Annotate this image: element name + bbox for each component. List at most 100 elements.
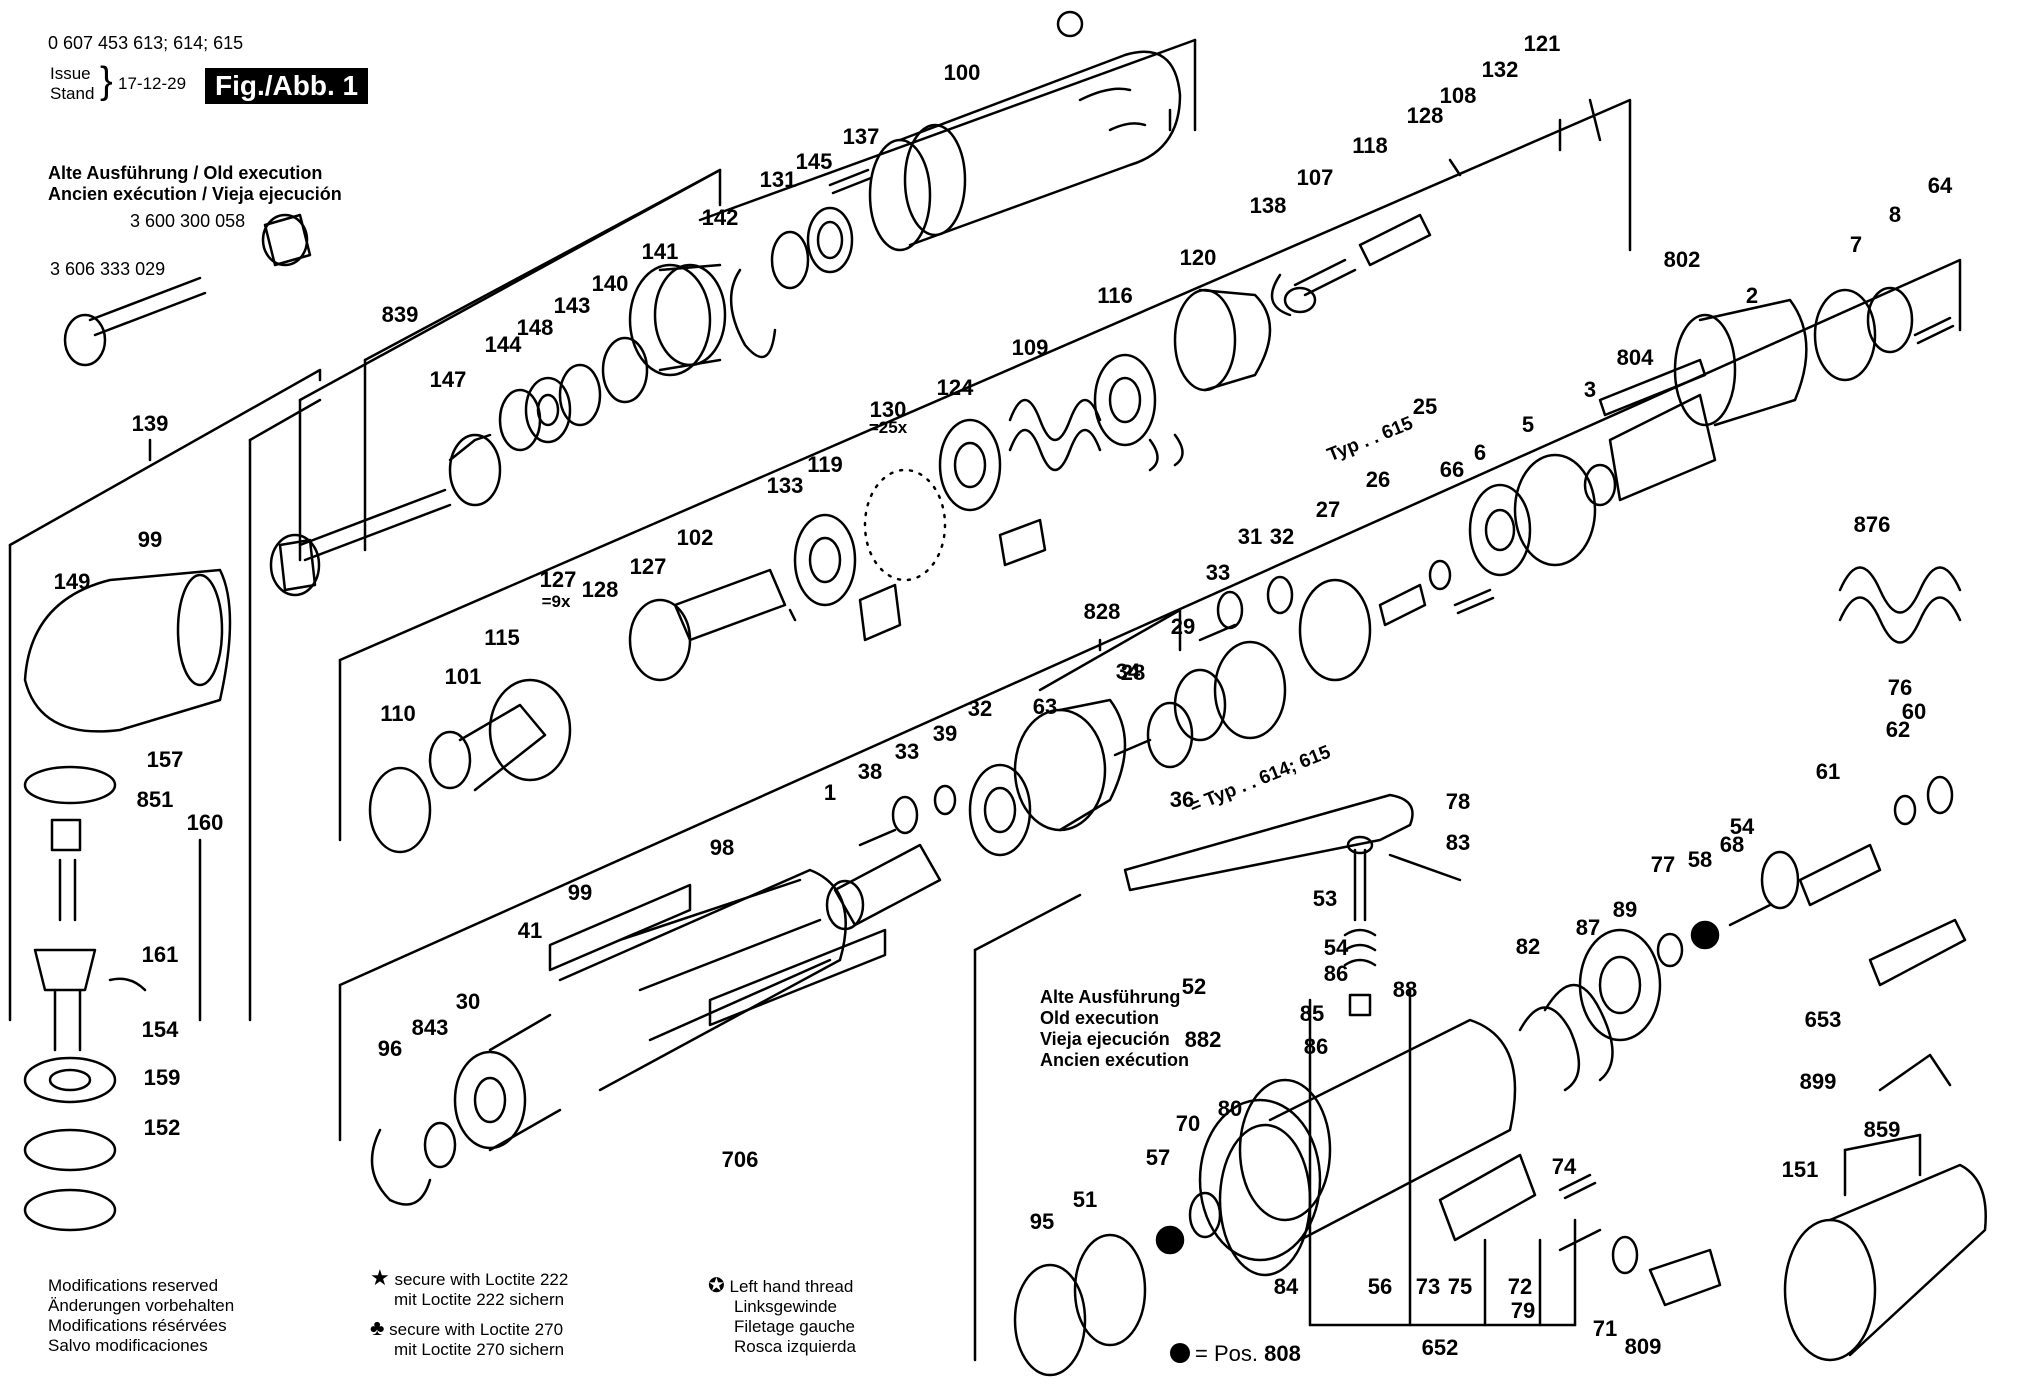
part-118 xyxy=(1358,213,1432,267)
callout-79: 79 xyxy=(1510,1298,1536,1323)
callout-73: 73 xyxy=(1415,1274,1441,1299)
old-exec-part-b: 3 606 333 029 xyxy=(50,259,166,279)
issue-brace: } xyxy=(100,60,113,102)
callout-653: 653 xyxy=(1804,1007,1842,1032)
callout-41: 41 xyxy=(517,918,543,943)
callout-151: 151 xyxy=(1781,1157,1819,1182)
callout-34: 34 xyxy=(1115,659,1141,684)
callout-63: 63 xyxy=(1032,694,1058,719)
callout-839: 839 xyxy=(381,302,419,327)
callout-127: 127 xyxy=(539,567,577,592)
callout-138: 138 xyxy=(1249,193,1287,218)
callout-876: 876 xyxy=(1853,512,1891,537)
callout-859: 859 xyxy=(1863,1117,1901,1142)
callout-53: 53 xyxy=(1312,886,1338,911)
callout-101: 101 xyxy=(444,664,482,689)
callout-121: 121 xyxy=(1523,31,1561,56)
callout-86: 86 xyxy=(1323,961,1349,986)
callout-133: 133 xyxy=(766,473,804,498)
callout-89: 89 xyxy=(1612,897,1638,922)
figure-badge: Fig./Abb. 1 xyxy=(205,68,369,104)
callout-109: 109 xyxy=(1011,335,1049,360)
callout-60: 60 xyxy=(1901,699,1927,724)
old-exec-bottom-line1: Alte Ausführung xyxy=(1040,987,1181,1007)
callout-70: 70 xyxy=(1175,1111,1201,1136)
callout-100: 100 xyxy=(943,60,981,85)
callout-57: 57 xyxy=(1145,1145,1171,1170)
callout-124: 124 xyxy=(936,375,974,400)
callout-142: 142 xyxy=(701,205,739,230)
callout-115: 115 xyxy=(484,625,520,650)
loctite-270-note: ♣ secure with Loctite 270 mit Loctite 27… xyxy=(370,1315,565,1360)
cylinder-2 xyxy=(1698,298,1808,427)
callout-26: 26 xyxy=(1365,467,1391,492)
callout-137: 137 xyxy=(842,124,880,149)
callout-33: 33 xyxy=(894,739,920,764)
modifications-note: Modifications reserved Änderungen vorbeh… xyxy=(48,1276,235,1355)
callout-802: 802 xyxy=(1663,247,1701,272)
callout-84: 84 xyxy=(1273,1274,1299,1299)
callout-2: 2 xyxy=(1745,283,1759,308)
callout-99: 99 xyxy=(567,880,593,905)
callout-33: 33 xyxy=(1205,560,1231,585)
issue-label: Issue xyxy=(50,64,91,83)
callout-99: 99 xyxy=(137,527,163,552)
callout-39: 39 xyxy=(932,721,958,746)
callout-139: 139 xyxy=(131,411,169,436)
left-thread-icon: ✪ xyxy=(708,1275,725,1297)
frame-lower-panel xyxy=(338,258,1962,987)
callout-147: 147 xyxy=(429,367,467,392)
callout-32: 32 xyxy=(967,696,993,721)
callout-130: 130 xyxy=(869,397,907,422)
callout-29: 29 xyxy=(1170,614,1196,639)
callout-110: 110 xyxy=(380,701,416,726)
callout-7: 7 xyxy=(1849,232,1863,257)
callout-118: 118 xyxy=(1352,133,1388,158)
callout-87: 87 xyxy=(1575,915,1601,940)
callout-157: 157 xyxy=(146,747,184,772)
callout-54: 54 xyxy=(1323,935,1349,960)
callout-5: 5 xyxy=(1521,412,1535,437)
callout-83: 83 xyxy=(1445,830,1471,855)
callout-154: 154 xyxy=(141,1017,179,1042)
callout-77: 77 xyxy=(1650,852,1676,877)
old-exec-part-a: 3 600 300 058 xyxy=(130,211,246,231)
callout-108: 108 xyxy=(1439,83,1477,108)
elbow-housing-99 xyxy=(23,568,232,733)
callout-851: 851 xyxy=(136,787,174,812)
callout-152: 152 xyxy=(143,1115,181,1140)
callout-74: 74 xyxy=(1551,1154,1577,1179)
callout-96: 96 xyxy=(377,1036,403,1061)
callout-8: 8 xyxy=(1888,202,1902,227)
housing-100 xyxy=(898,50,1182,247)
callout-52: 52 xyxy=(1181,974,1207,999)
issue-date: 17-12-29 xyxy=(118,74,187,93)
loctite-222-note: ★ secure with Loctite 222 mit Loctite 22… xyxy=(370,1265,569,1310)
callout-88: 88 xyxy=(1392,977,1418,1002)
callout-71: 71 xyxy=(1592,1316,1618,1341)
callout-652: 652 xyxy=(1421,1335,1459,1360)
callout-76: 76 xyxy=(1887,675,1913,700)
callout-85: 85 xyxy=(1299,1001,1325,1026)
left-thread-symbol xyxy=(1056,10,1084,38)
callout-36: 36 xyxy=(1169,787,1195,812)
callout-161: 161 xyxy=(141,942,179,967)
callout-128: 128 xyxy=(581,577,619,602)
frame-bottom-panel xyxy=(973,893,1082,952)
callout-27: 27 xyxy=(1315,497,1341,522)
callout-80: 80 xyxy=(1217,1096,1243,1121)
callout-6: 6 xyxy=(1473,440,1487,465)
callout-128: 128 xyxy=(1406,103,1444,128)
housing-1 xyxy=(558,868,847,1092)
callout-828: 828 xyxy=(1083,599,1121,624)
callout-120: 120 xyxy=(1179,245,1217,270)
callout-56: 56 xyxy=(1367,1274,1393,1299)
callout-102: 102 xyxy=(676,525,714,550)
callout-119: 119 xyxy=(807,452,843,477)
callout-30: 30 xyxy=(455,989,481,1014)
lever-77 xyxy=(1123,793,1414,892)
callout-1: 1 xyxy=(823,780,837,805)
callout-62: 62 xyxy=(1885,717,1911,742)
pos-808-note: = Pos. 808 xyxy=(1195,1341,1301,1366)
